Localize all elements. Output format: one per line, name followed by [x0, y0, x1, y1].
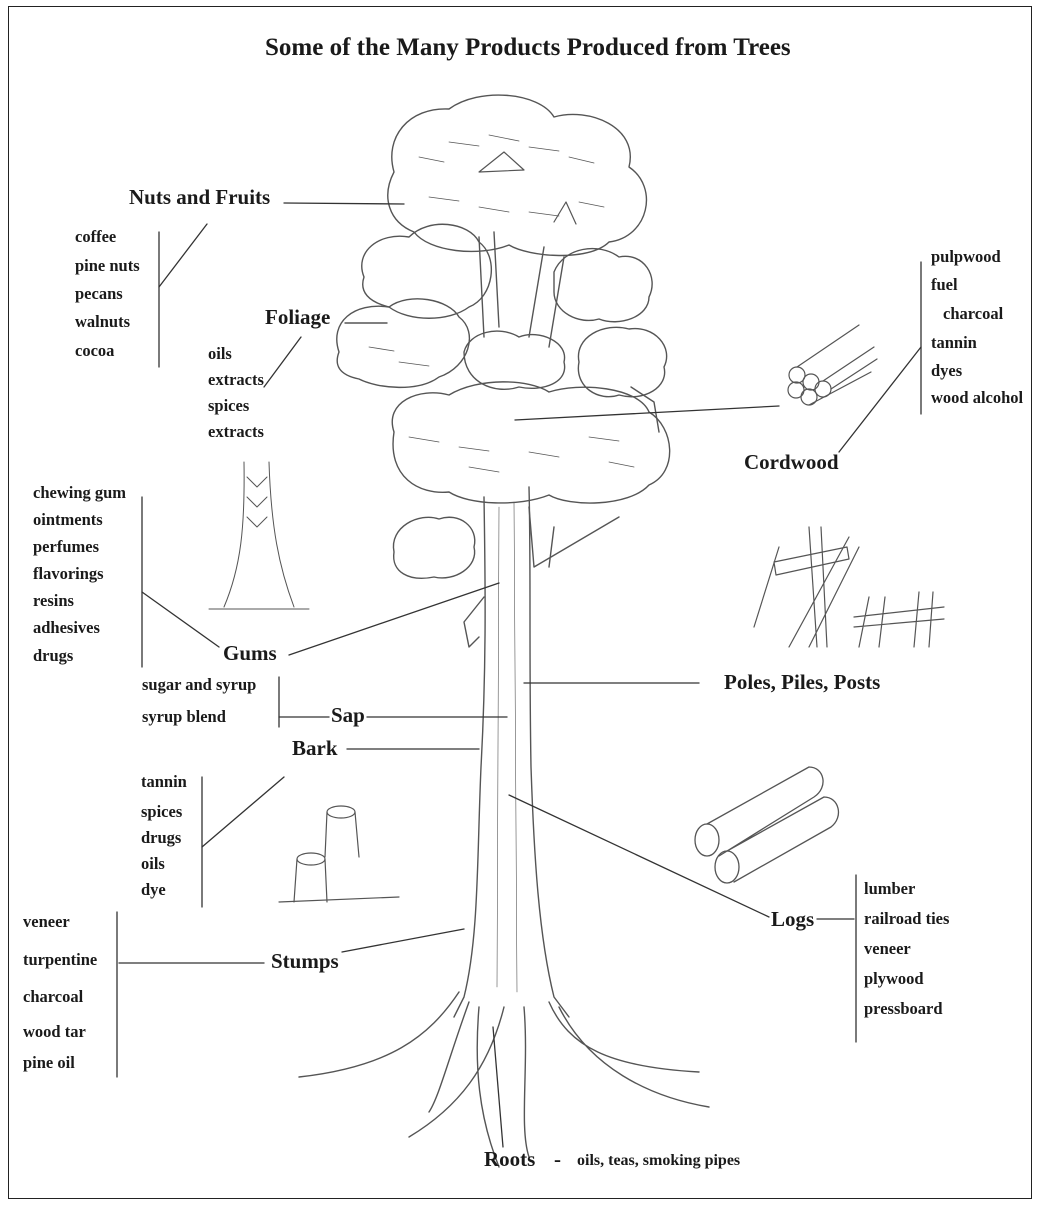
canopy-mid-left: [337, 299, 470, 388]
list-item: adhesives: [33, 618, 100, 638]
cordwood-label: Cordwood: [744, 452, 839, 473]
list-item: plywood: [864, 969, 924, 989]
list-item: wood alcohol: [931, 388, 1023, 408]
list-item: tannin: [141, 772, 187, 792]
canopy-top: [388, 95, 647, 255]
roots-separator: -: [554, 1149, 561, 1170]
list-item: dyes: [931, 361, 962, 381]
list-item: railroad ties: [864, 909, 949, 929]
logs-label: Logs: [771, 909, 814, 930]
list-item: oils: [208, 344, 232, 364]
list-item: charcoal: [23, 987, 83, 1007]
cordwood-bundle-icon: [788, 325, 877, 405]
list-item: wood tar: [23, 1022, 86, 1042]
list-item: pressboard: [864, 999, 943, 1019]
canopy-side: [393, 517, 474, 578]
list-item: tannin: [931, 333, 977, 353]
list-item: sugar and syrup: [142, 675, 256, 695]
list-item: coffee: [75, 227, 116, 247]
list-item: turpentine: [23, 950, 97, 970]
list-item: flavorings: [33, 564, 104, 584]
list-item: dye: [141, 880, 166, 900]
list-item: fuel: [931, 275, 958, 295]
poles-posts-icon: [754, 527, 944, 647]
list-item: perfumes: [33, 537, 99, 557]
roots: [299, 992, 709, 1167]
roots-label: Roots: [484, 1149, 535, 1170]
list-item: pine oil: [23, 1053, 75, 1073]
list-item: spices: [208, 396, 249, 416]
list-item: resins: [33, 591, 74, 611]
roots-products: oils, teas, smoking pipes: [577, 1153, 740, 1169]
list-item: chewing gum: [33, 483, 126, 503]
list-item: pulpwood: [931, 247, 1001, 267]
logs-icon: [695, 767, 838, 883]
gums-label: Gums: [223, 643, 277, 664]
foliage-label: Foliage: [265, 307, 330, 328]
stumps-label: Stumps: [271, 951, 339, 972]
list-item: ointments: [33, 510, 103, 530]
list-item: cocoa: [75, 341, 114, 361]
list-item: veneer: [23, 912, 70, 932]
stumps-icon: [279, 806, 399, 902]
trunk: [454, 487, 569, 1017]
list-item: veneer: [864, 939, 911, 959]
page-title: Some of the Many Products Produced from …: [265, 35, 791, 60]
list-item: oils: [141, 854, 165, 874]
bark-label: Bark: [292, 738, 338, 759]
list-item: extracts: [208, 370, 264, 390]
list-item: pecans: [75, 284, 123, 304]
list-item: pine nuts: [75, 256, 140, 276]
list-item: syrup blend: [142, 707, 226, 727]
list-item: lumber: [864, 879, 915, 899]
list-item: drugs: [33, 646, 73, 666]
nuts-fruits-label: Nuts and Fruits: [129, 187, 270, 208]
poles-piles-posts-label: Poles, Piles, Posts: [724, 672, 880, 693]
sap-label: Sap: [331, 705, 365, 726]
list-item: extracts: [208, 422, 264, 442]
diagram-frame: Some of the Many Products Produced from …: [8, 6, 1032, 1199]
list-item: drugs: [141, 828, 181, 848]
canopy-lower: [392, 382, 669, 503]
list-item: spices: [141, 802, 182, 822]
canopy-left: [362, 224, 492, 318]
canopy-mid-right: [578, 327, 666, 396]
canopy-right: [554, 249, 652, 322]
list-item: walnuts: [75, 312, 130, 332]
list-item: charcoal: [943, 304, 1003, 324]
